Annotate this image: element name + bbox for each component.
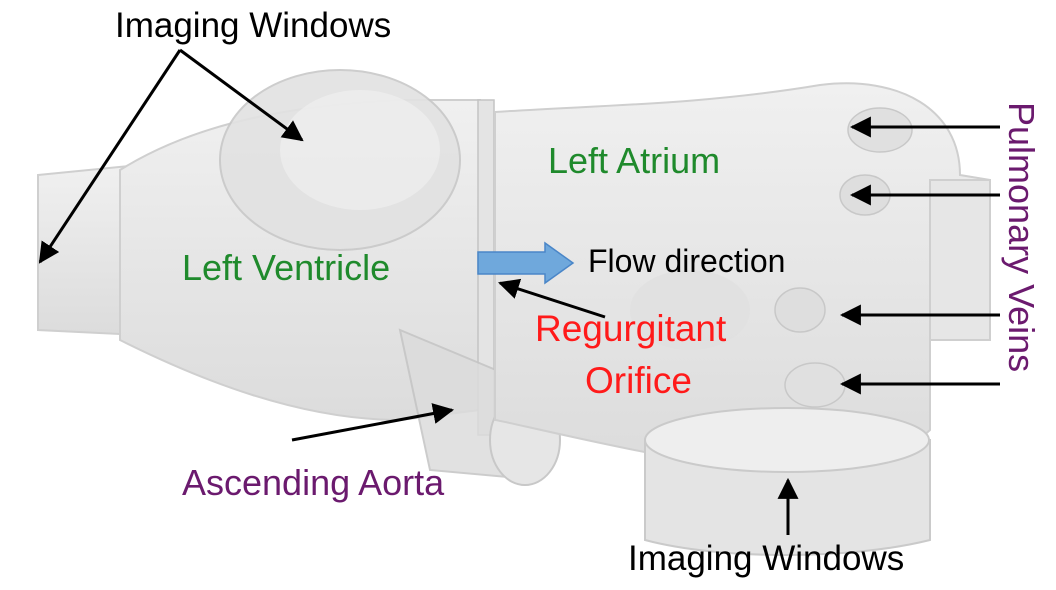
arrow-imaging-window-top-right bbox=[179, 48, 304, 142]
pulmonary-vein-port bbox=[847, 107, 913, 153]
right-outlet-tube bbox=[929, 179, 991, 341]
pulmonary-vein-port bbox=[784, 362, 846, 408]
label-imaging-windows-top: Imaging Windows bbox=[115, 6, 392, 45]
label-ascending-aorta: Ascending Aorta bbox=[182, 462, 445, 503]
arrow-ascending-aorta bbox=[291, 403, 455, 442]
label-orifice: Orifice bbox=[585, 360, 692, 401]
pulmonary-vein-port bbox=[774, 287, 826, 333]
label-left-ventricle: Left Ventricle bbox=[182, 247, 391, 288]
label-imaging-windows-bottom: Imaging Windows bbox=[628, 539, 905, 578]
arrow-imaging-window-top-left bbox=[38, 49, 182, 264]
arrow-regurgitant-orifice bbox=[498, 278, 606, 319]
label-regurgitant: Regurgitant bbox=[535, 308, 727, 349]
label-pulmonary-veins: Pulmonary Veins bbox=[1001, 102, 1042, 373]
label-left-atrium: Left Atrium bbox=[548, 140, 721, 181]
label-flow-direction: Flow direction bbox=[588, 243, 786, 279]
flow-direction-arrow bbox=[477, 241, 575, 285]
